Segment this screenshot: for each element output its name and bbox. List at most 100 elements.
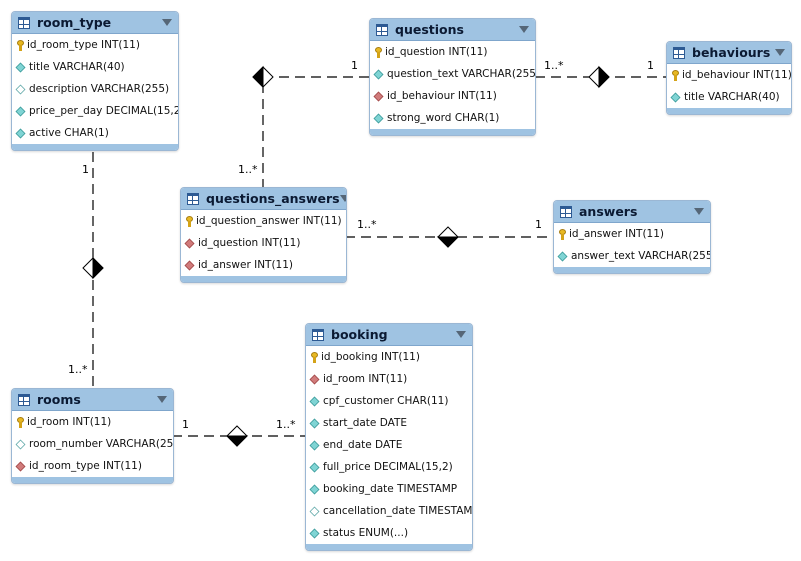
table-footer bbox=[181, 276, 346, 282]
column-row[interactable]: id_question_answer INT(11) bbox=[181, 210, 346, 232]
cardinality-many-rooms-booking: 1..* bbox=[276, 418, 296, 431]
cardinality-one-roomtype-rooms: 1 bbox=[82, 163, 89, 176]
table-header[interactable]: questions_answers bbox=[181, 188, 346, 210]
column-label: id_answer INT(11) bbox=[569, 228, 665, 240]
table-questions-answers[interactable]: questions_answers id_question_answer INT… bbox=[180, 187, 347, 283]
column-row[interactable]: strong_word CHAR(1) bbox=[370, 107, 535, 129]
not-null-column-icon bbox=[309, 462, 320, 472]
column-row[interactable]: id_room INT(11) bbox=[12, 411, 173, 433]
table-name: answers bbox=[579, 204, 638, 219]
column-label: title VARCHAR(40) bbox=[29, 61, 125, 73]
column-row[interactable]: id_question INT(11) bbox=[370, 41, 535, 63]
cardinality-one-behaviours-questions: 1 bbox=[647, 59, 654, 72]
column-label: id_question INT(11) bbox=[198, 237, 301, 249]
column-label: id_room INT(11) bbox=[323, 373, 408, 385]
column-label: status ENUM(...) bbox=[323, 527, 409, 539]
column-row[interactable]: answer_text VARCHAR(255) bbox=[554, 245, 710, 267]
column-label: answer_text VARCHAR(255) bbox=[571, 250, 711, 262]
column-row[interactable]: description VARCHAR(255) bbox=[12, 78, 178, 100]
table-name: questions bbox=[395, 22, 464, 37]
table-header[interactable]: rooms bbox=[12, 389, 173, 411]
column-label: full_price DECIMAL(15,2) bbox=[323, 461, 453, 473]
column-row[interactable]: title VARCHAR(40) bbox=[12, 56, 178, 78]
collapse-arrow-icon[interactable] bbox=[775, 49, 785, 56]
column-row[interactable]: question_text VARCHAR(255) bbox=[370, 63, 535, 85]
column-label: id_room_type INT(11) bbox=[29, 460, 142, 472]
table-header[interactable]: room_type bbox=[12, 12, 178, 34]
column-row[interactable]: active CHAR(1) bbox=[12, 122, 178, 144]
table-header[interactable]: answers bbox=[554, 201, 710, 223]
key-icon bbox=[672, 69, 679, 81]
collapse-arrow-icon[interactable] bbox=[339, 195, 346, 202]
column-row[interactable]: room_number VARCHAR(25) bbox=[12, 433, 173, 455]
key-icon bbox=[17, 39, 24, 51]
column-label: id_behaviour INT(11) bbox=[682, 69, 792, 81]
table-icon bbox=[18, 16, 30, 29]
column-row[interactable]: id_question INT(11) bbox=[181, 232, 346, 254]
table-header[interactable]: questions bbox=[370, 19, 535, 41]
table-icon bbox=[673, 46, 685, 59]
cardinality-many-behaviours-questions: 1..* bbox=[544, 59, 564, 72]
collapse-arrow-icon[interactable] bbox=[162, 19, 172, 26]
column-row[interactable]: cpf_customer CHAR(11) bbox=[306, 390, 472, 412]
not-null-column-icon bbox=[309, 418, 320, 428]
column-label: id_answer INT(11) bbox=[198, 259, 294, 271]
column-row[interactable]: booking_date TIMESTAMP bbox=[306, 478, 472, 500]
table-booking[interactable]: booking id_booking INT(11) id_room INT(11… bbox=[305, 323, 473, 551]
table-room-type[interactable]: room_type id_room_type INT(11) title VARC… bbox=[11, 11, 179, 151]
column-row[interactable]: full_price DECIMAL(15,2) bbox=[306, 456, 472, 478]
table-name: booking bbox=[331, 327, 388, 342]
nullable-column-icon bbox=[309, 506, 320, 516]
collapse-arrow-icon[interactable] bbox=[157, 396, 167, 403]
table-header[interactable]: booking bbox=[306, 324, 472, 346]
collapse-arrow-icon[interactable] bbox=[519, 26, 529, 33]
relationship-diamond-roomtype-rooms bbox=[82, 256, 104, 280]
table-icon bbox=[312, 328, 324, 341]
key-icon bbox=[186, 215, 193, 227]
table-questions[interactable]: questions id_question INT(11) question_te… bbox=[369, 18, 536, 136]
foreign-key-icon bbox=[373, 91, 384, 101]
collapse-arrow-icon[interactable] bbox=[456, 331, 466, 338]
column-row[interactable]: id_room_type INT(11) bbox=[12, 455, 173, 477]
column-row[interactable]: id_room_type INT(11) bbox=[12, 34, 178, 56]
column-row[interactable]: id_behaviour INT(11) bbox=[667, 64, 791, 86]
not-null-column-icon bbox=[309, 440, 320, 450]
column-label: id_behaviour INT(11) bbox=[387, 90, 497, 102]
nullable-column-icon bbox=[15, 439, 26, 449]
column-row[interactable]: id_room INT(11) bbox=[306, 368, 472, 390]
cardinality-many-answers-qa: 1..* bbox=[357, 218, 377, 231]
table-header[interactable]: behaviours bbox=[667, 42, 791, 64]
cardinality-one-answers-qa: 1 bbox=[535, 218, 542, 231]
table-answers[interactable]: answers id_answer INT(11) answer_text VAR… bbox=[553, 200, 711, 274]
column-row[interactable]: start_date DATE bbox=[306, 412, 472, 434]
column-row[interactable]: id_answer INT(11) bbox=[181, 254, 346, 276]
table-behaviours[interactable]: behaviours id_behaviour INT(11) title VAR… bbox=[666, 41, 792, 115]
column-row[interactable]: id_answer INT(11) bbox=[554, 223, 710, 245]
column-row[interactable]: end_date DATE bbox=[306, 434, 472, 456]
column-label: active CHAR(1) bbox=[29, 127, 109, 139]
table-rooms[interactable]: rooms id_room INT(11)room_number VARCHAR… bbox=[11, 388, 174, 484]
table-icon bbox=[376, 23, 388, 36]
column-label: end_date DATE bbox=[323, 439, 403, 451]
column-row[interactable]: price_per_day DECIMAL(15,2) bbox=[12, 100, 178, 122]
column-row[interactable]: title VARCHAR(40) bbox=[667, 86, 791, 108]
column-label: id_booking INT(11) bbox=[321, 351, 420, 363]
not-null-column-icon bbox=[15, 106, 26, 116]
column-row[interactable]: id_booking INT(11) bbox=[306, 346, 472, 368]
not-null-column-icon bbox=[15, 62, 26, 72]
cardinality-one-rooms-booking: 1 bbox=[182, 418, 189, 431]
column-row[interactable]: status ENUM(...) bbox=[306, 522, 472, 544]
column-label: title VARCHAR(40) bbox=[684, 91, 780, 103]
not-null-column-icon bbox=[373, 69, 384, 79]
not-null-column-icon bbox=[309, 396, 320, 406]
column-row[interactable]: id_behaviour INT(11) bbox=[370, 85, 535, 107]
table-name: questions_answers bbox=[206, 191, 340, 206]
not-null-column-icon bbox=[15, 128, 26, 138]
relationship-line-questions-qa bbox=[262, 76, 369, 187]
column-label: id_question_answer INT(11) bbox=[196, 215, 342, 227]
key-icon bbox=[375, 46, 382, 58]
collapse-arrow-icon[interactable] bbox=[694, 208, 704, 215]
column-label: id_question INT(11) bbox=[385, 46, 488, 58]
column-row[interactable]: cancellation_date TIMESTAMP bbox=[306, 500, 472, 522]
not-null-column-icon bbox=[670, 92, 681, 102]
